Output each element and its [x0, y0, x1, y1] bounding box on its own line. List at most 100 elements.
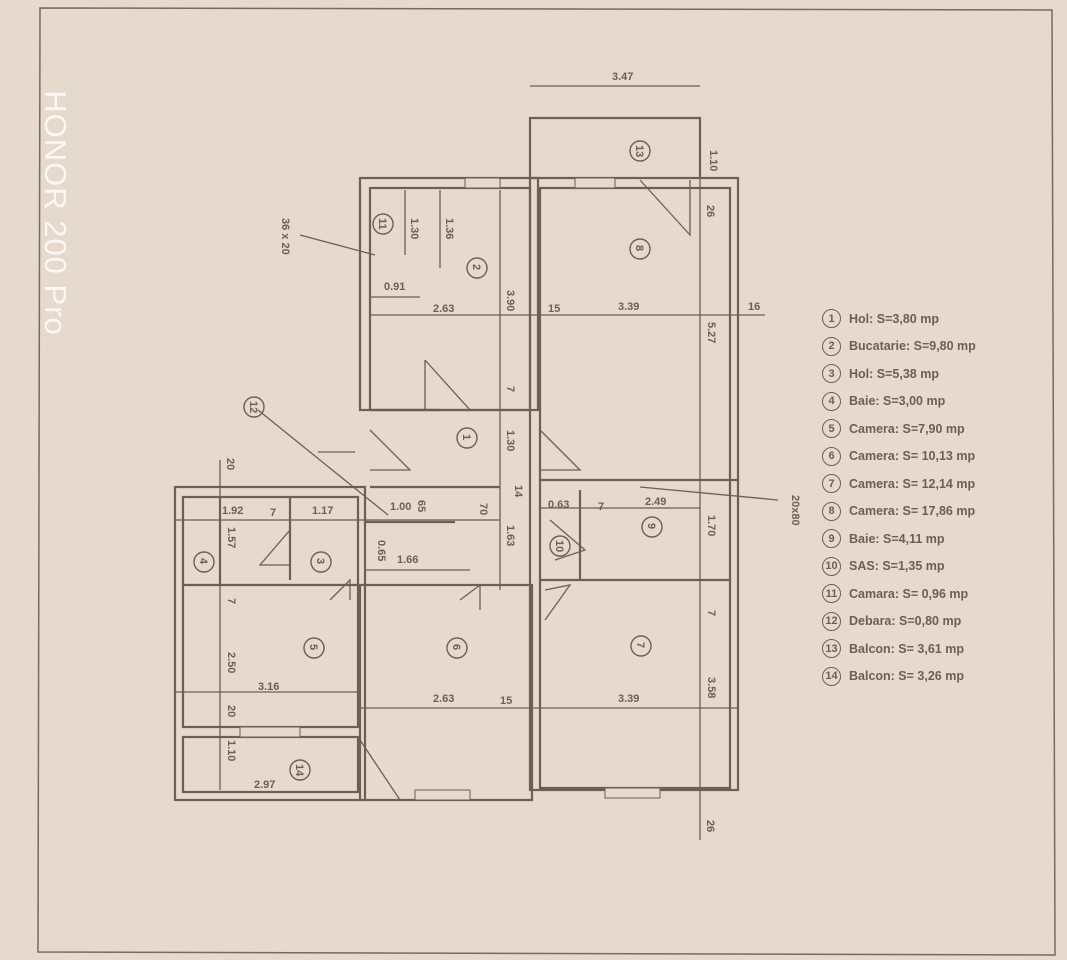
legend-number: 2	[822, 336, 841, 356]
dimension-label: 14	[293, 764, 305, 777]
dimension-label: 10	[553, 540, 565, 552]
dimension-label: 13	[633, 145, 645, 157]
legend-item: 3 Hol: S=5,38 mp	[822, 360, 976, 388]
camera-watermark: HONOR 200 Pro	[38, 90, 73, 336]
dimension-label: 1.36	[443, 218, 455, 239]
dimension-label: 8	[633, 245, 645, 251]
room-marker-6: 6	[446, 637, 468, 659]
legend-number: 7	[822, 474, 841, 494]
room-marker-5: 5	[303, 637, 325, 659]
room-marker-8: 8	[629, 238, 651, 260]
legend-item: 2 Bucatarie: S=9,80 mp	[822, 333, 976, 361]
dimension-label: 1.17	[312, 505, 333, 517]
dimension-label: 20	[225, 705, 237, 717]
legend-number: 3	[822, 364, 841, 384]
legend-number: 4	[822, 391, 841, 411]
dimension-label: 20x80	[789, 495, 801, 526]
leader-2080	[639, 486, 779, 501]
dimension-label: 2.97	[254, 779, 275, 791]
legend-number: 12	[822, 611, 841, 631]
dimension-label: 0.65	[375, 540, 387, 561]
legend-text: Camera: S= 12,14 mp	[849, 476, 976, 491]
dimension-label: 3.58	[705, 677, 717, 698]
legend-number: 6	[822, 446, 841, 466]
dimension-label: 20	[224, 458, 236, 470]
dimension-label: 3.39	[618, 693, 639, 705]
room-marker-3: 3	[310, 551, 332, 573]
dimension-label: 1.57	[225, 527, 237, 548]
dimension-label: 14	[512, 485, 524, 498]
dimension-label: 7	[504, 386, 516, 392]
dimension-label: 26	[704, 820, 716, 832]
room-marker-9: 9	[641, 516, 663, 538]
room-marker-11: 11	[372, 213, 394, 235]
dimension-label: 7	[705, 610, 717, 616]
room-marker-13: 13	[629, 140, 651, 162]
dimension-label: 2.50	[225, 652, 237, 673]
room-marker-14: 14	[289, 759, 311, 781]
room-marker-4: 4	[193, 551, 215, 573]
dimension-label: 1	[460, 434, 472, 440]
legend-text: SAS: S=1,35 mp	[849, 559, 945, 574]
dimension-label: 9	[645, 523, 657, 529]
dimension-label: 2.49	[645, 496, 666, 508]
dimension-label: 1.00	[390, 501, 411, 513]
dimension-label: 1.63	[504, 525, 516, 546]
dimension-label: 7	[225, 598, 237, 604]
room-marker-1: 1	[456, 427, 478, 449]
legend-number: 8	[822, 501, 841, 521]
dimension-label: 70	[477, 503, 489, 515]
dimension-label: 3.16	[258, 681, 279, 693]
dimension-label: 1.92	[222, 505, 243, 517]
legend-number: 1	[822, 309, 841, 329]
dimension-label: 26	[704, 205, 716, 217]
dimension-label: 12	[247, 401, 259, 413]
dimension-label: 15	[548, 303, 560, 315]
dimension-label: 1.10	[225, 740, 237, 761]
dimension-label: 7	[598, 501, 604, 513]
legend-number: 11	[822, 584, 841, 604]
dimension-label: 3.90	[504, 290, 516, 311]
legend-text: Debara: S=0,80 mp	[849, 614, 962, 629]
dimension-label: 1.70	[705, 515, 717, 536]
dimension-label: 15	[500, 695, 512, 707]
dimension-label: 1.10	[707, 150, 719, 171]
dimension-label: 1.30	[408, 218, 420, 239]
dimension-label: 11	[376, 218, 388, 230]
legend-item: 7 Camera: S= 12,14 mp	[822, 470, 976, 498]
dimension-label: 7	[270, 507, 276, 519]
legend-text: Bucatarie: S=9,80 mp	[849, 339, 976, 354]
legend-text: Hol: S=5,38 mp	[849, 366, 939, 381]
leader-12	[257, 409, 389, 516]
page-border	[37, 7, 1056, 956]
room-marker-2: 2	[466, 257, 488, 279]
leader-vent	[299, 234, 376, 256]
dimension-label: 0.63	[548, 499, 569, 511]
legend-text: Camera: S= 17,86 mp	[849, 504, 976, 519]
room-marker-10: 10	[549, 535, 571, 557]
legend-item: 1 Hol: S=3,80 mp	[822, 305, 976, 333]
legend-text: Hol: S=3,80 mp	[849, 311, 939, 326]
balcony-13	[528, 116, 702, 178]
legend-item: 8 Camera: S= 17,86 mp	[822, 498, 976, 526]
dimension-label: 0.91	[384, 281, 405, 293]
dimension-label: 3	[314, 558, 326, 564]
dimension-label: 2.63	[433, 303, 454, 315]
dimension-label: 3.39	[618, 301, 639, 313]
legend-text: Baie: S=4,11 mp	[849, 531, 945, 546]
dimension-label: 4	[197, 558, 209, 565]
dimension-label: 7	[634, 642, 646, 648]
dimension-label: 36 x 20	[279, 218, 291, 255]
dimension-label: 2	[470, 264, 482, 270]
dimension-label: 65	[415, 500, 427, 512]
dim-label: 3.47	[612, 71, 633, 83]
legend-text: Camera: S=7,90 mp	[849, 421, 965, 436]
legend-item: 12 Debara: S=0,80 mp	[822, 608, 976, 636]
dimension-label: 16	[748, 301, 760, 313]
dimension-label: 1.66	[397, 554, 418, 566]
